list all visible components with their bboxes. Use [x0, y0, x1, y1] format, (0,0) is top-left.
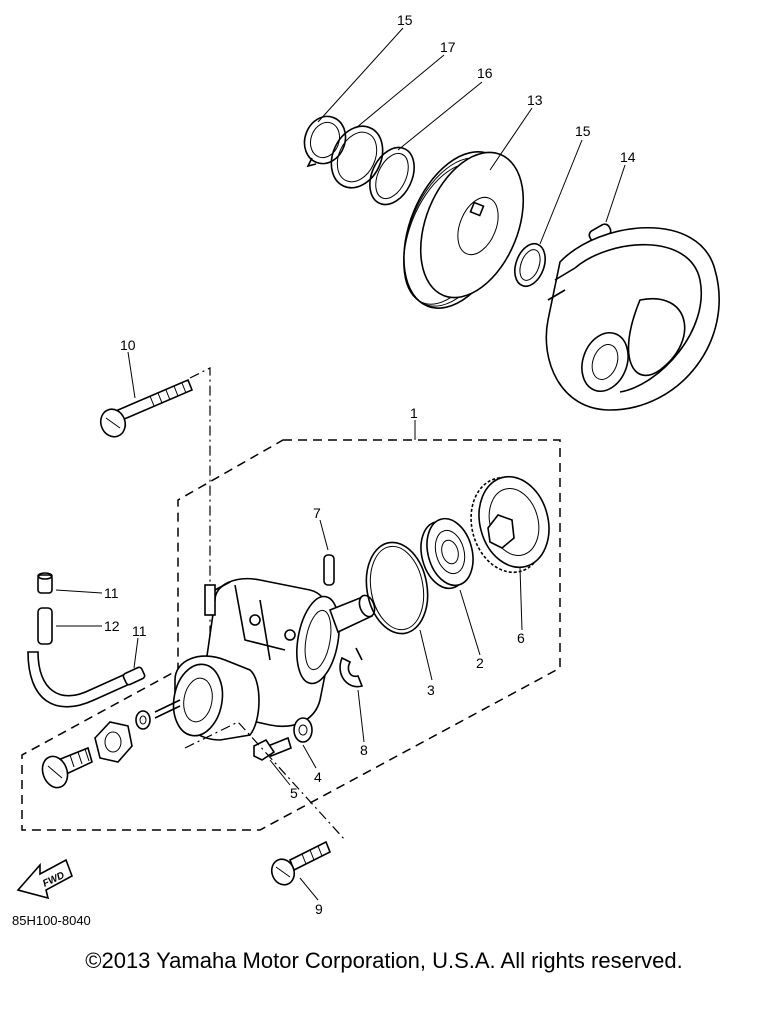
gear-6 [470, 475, 550, 574]
parts-diagram: FWD 15 17 16 13 15 14 10 1 7 11 12 11 2 … [12, 12, 720, 928]
bolt-5 [253, 736, 292, 761]
housing-cover [545, 227, 720, 411]
callout-2: 2 [476, 655, 484, 671]
callout-9: 9 [315, 901, 323, 917]
leader-8 [357, 689, 365, 743]
banjo-bolt [41, 746, 93, 789]
circlip-15-right [514, 242, 546, 288]
callout-7: 7 [313, 505, 321, 521]
callout-17: 17 [440, 39, 456, 55]
clip-8 [339, 647, 364, 688]
callout-16: 16 [477, 65, 493, 81]
leader-4 [302, 744, 317, 769]
leader-9 [299, 877, 319, 901]
callout-14: 14 [620, 149, 636, 165]
cap-11-upper [37, 572, 53, 594]
washer-4 [293, 717, 313, 743]
copyright-notice: ©2013 Yamaha Motor Corporation, U.S.A. A… [85, 948, 683, 973]
bearing-2 [420, 517, 474, 590]
assembly-boundary-1 [21, 439, 561, 831]
leader-6 [519, 567, 523, 631]
callout-4: 4 [314, 769, 322, 785]
leader-17 [355, 54, 445, 129]
leader-11-upper [55, 589, 103, 594]
leader-11-lower [133, 637, 139, 669]
leader-15-upper [317, 27, 404, 123]
o-ring-17 [330, 125, 384, 189]
washer-small [135, 710, 151, 730]
hose-12 [27, 607, 136, 708]
callout-8: 8 [360, 742, 368, 758]
leader-7 [319, 519, 329, 551]
callout-1: 1 [410, 405, 418, 421]
leader-3 [419, 629, 433, 681]
callout-10: 10 [120, 337, 136, 353]
leader-10 [127, 351, 136, 399]
leader-13 [489, 107, 533, 171]
diagram-code: 85H100-8040 [12, 913, 91, 928]
axis-line-10 [189, 367, 211, 720]
fwd-arrow-icon: FWD [16, 858, 73, 900]
circlip-15-upper [303, 115, 347, 168]
callout-15-right: 15 [575, 123, 591, 139]
bolt-9 [270, 840, 332, 886]
callout-3: 3 [427, 682, 435, 698]
pump-body [154, 578, 376, 741]
callout-13: 13 [527, 92, 543, 108]
callout-11-upper: 11 [104, 585, 119, 601]
callout-11-lower: 11 [132, 623, 147, 639]
callout-15-upper: 15 [397, 12, 413, 28]
leader-14 [605, 164, 626, 223]
leader-16 [397, 81, 483, 151]
callout-6: 6 [517, 630, 525, 646]
axis-line-9 [184, 721, 346, 841]
callout-5: 5 [290, 785, 298, 801]
bolt-10 [99, 378, 194, 438]
o-ring-3 [365, 541, 429, 635]
pin-7 [323, 554, 335, 586]
leader-2 [459, 589, 481, 656]
pulley-13 [403, 151, 525, 309]
callout-12: 12 [104, 618, 120, 634]
leader-15-right [539, 139, 583, 245]
nut-hex [94, 721, 133, 763]
cap-11-lower [122, 666, 146, 686]
o-ring-16 [369, 146, 415, 206]
leader-5 [269, 759, 291, 786]
